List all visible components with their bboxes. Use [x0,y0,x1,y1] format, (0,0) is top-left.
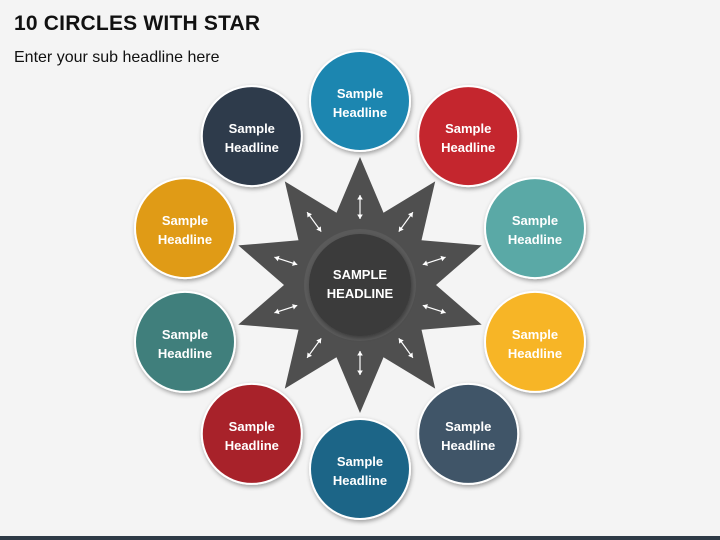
double-arrow-icon [306,338,322,359]
footer-bar [0,536,720,540]
double-arrow-icon [274,255,298,266]
double-arrow-icon [398,338,414,359]
headline-circle-shape [200,85,303,188]
center-label-line1: SAMPLE [333,267,388,282]
headline-circle-label-line1: Sample [229,419,275,434]
headline-circle-shape [309,418,411,520]
headline-circle-label-line1: Sample [162,213,208,228]
headline-circle-label-line1: Sample [337,454,383,469]
page-title: 10 CIRCLES WITH STAR [14,12,261,35]
arrows-layer [274,195,446,375]
headline-circle-shape [484,290,586,393]
center-hub: SAMPLE HEADLINE [304,229,416,341]
circles-layer: SampleHeadlineSampleHeadlineSampleHeadli… [134,50,586,520]
headline-circle-label-line1: Sample [512,327,558,342]
center-label-line2: HEADLINE [327,286,394,301]
headline-circle-shape [417,85,520,188]
double-arrow-icon [274,304,298,315]
headline-circle-label-line2: Headline [441,140,495,155]
headline-circle-shape [134,290,236,393]
headline-circle-label-line1: Sample [229,121,275,136]
headline-circle-label-line2: Headline [158,346,212,361]
double-arrow-icon [357,351,363,375]
headline-circle-label-line2: Headline [225,140,279,155]
headline-circle-label-line1: Sample [445,419,491,434]
page-subtitle: Enter your sub headline here [14,49,220,66]
double-arrow-icon [306,211,322,232]
headline-circle-label-line2: Headline [333,105,387,120]
double-arrow-icon [398,211,414,232]
double-arrow-icon [357,195,363,219]
headline-circle-label-line1: Sample [445,121,491,136]
headline-circle-label-line2: Headline [508,232,562,247]
headline-circle-label-line2: Headline [441,438,495,453]
headline-circle-label-line1: Sample [337,86,383,101]
headline-circle-label-line2: Headline [508,346,562,361]
headline-circle-shape [200,382,303,485]
headline-circle-label-line2: Headline [225,438,279,453]
headline-circle-label-line1: Sample [162,327,208,342]
headline-circle-shape [134,177,236,280]
double-arrow-icon [422,255,446,266]
headline-circle-shape [417,382,520,485]
headline-circle-label-line2: Headline [158,232,212,247]
double-arrow-icon [422,304,446,315]
headline-circle-shape [484,177,586,280]
headline-circle-shape [309,50,411,152]
headline-circle-label-line1: Sample [512,213,558,228]
headline-circle-label-line2: Headline [333,473,387,488]
